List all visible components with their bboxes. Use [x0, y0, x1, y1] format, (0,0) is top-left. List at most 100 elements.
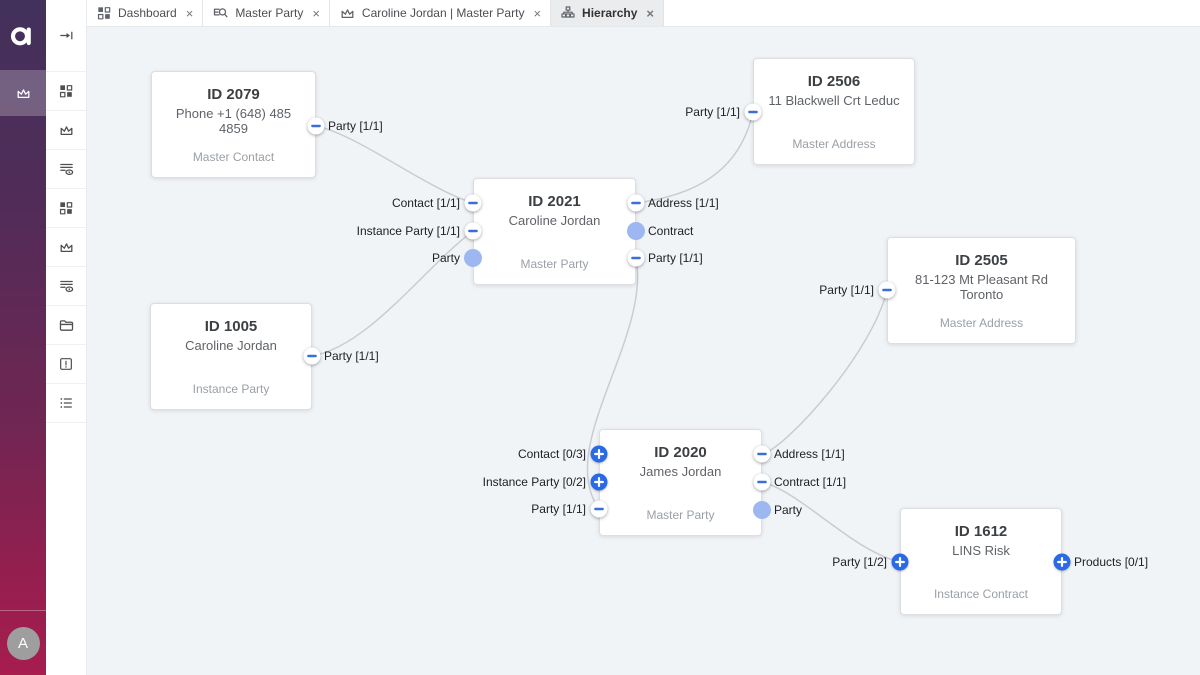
crown-icon [58, 122, 75, 139]
sidebar-item-collapse[interactable] [46, 0, 86, 72]
edge-2079-party-to-2021-contact [315, 125, 474, 204]
port-label-2506-party-1-1: Party [1/1] [685, 105, 740, 119]
node-entity-type: Instance Party [192, 382, 270, 396]
sidebar-item-alert[interactable] [46, 345, 86, 384]
crown-icon [15, 85, 32, 102]
port-dot-2020-party[interactable] [753, 501, 771, 519]
collapse-icon [58, 27, 75, 44]
icon-sidebar [46, 0, 87, 675]
minus-icon [631, 256, 641, 260]
search-entity-icon [212, 5, 229, 22]
port-minus-2020-address-1-1[interactable] [753, 445, 771, 463]
node-subtitle: Caroline Jordan [508, 213, 601, 228]
port-minus-2021-instance-party-1-1[interactable] [464, 222, 482, 240]
node-subtitle: James Jordan [639, 464, 722, 479]
minus-icon [311, 124, 321, 128]
node-title: ID 1005 [204, 318, 258, 335]
tab-label: Dashboard [118, 6, 177, 20]
port-label-2021-contact-1-1: Contact [1/1] [391, 196, 460, 210]
port-label-2020-address-1-1: Address [1/1] [774, 447, 845, 461]
minus-icon [468, 201, 478, 205]
port-label-2021-party-1-1: Party [1/1] [648, 251, 703, 265]
tab-close-icon[interactable]: × [533, 5, 542, 21]
port-dot-2021-party[interactable] [464, 249, 482, 267]
port-dot-2021-contract[interactable] [627, 222, 645, 240]
node-entity-type: Master Address [939, 316, 1024, 330]
sidebar-item-list[interactable] [46, 384, 86, 423]
sidebar-item-data-view[interactable] [46, 150, 86, 189]
port-minus-2020-contract-1-1[interactable] [753, 473, 771, 491]
edge-1005-party-to-2021-instance-party [311, 230, 474, 357]
port-label-2505-party-1-1: Party [1/1] [819, 283, 874, 297]
tab-hierarchy[interactable]: Hierarchy × [551, 0, 664, 26]
port-label-2079-party-1-1: Party [1/1] [328, 119, 383, 133]
node-title: ID 2506 [807, 73, 861, 90]
data-view-icon [58, 278, 75, 295]
crown-icon [339, 5, 356, 22]
tab-close-icon[interactable]: × [646, 5, 654, 21]
logo-a-icon [10, 27, 31, 46]
tab-master-party[interactable]: Master Party× [203, 0, 330, 26]
port-label-2020-contact-0-3: Contact [0/3] [517, 447, 586, 461]
rail-item-mdm[interactable] [0, 70, 46, 116]
port-plus-2020-contact-0-3[interactable] [590, 445, 608, 463]
port-minus-2505-party-1-1[interactable] [878, 281, 896, 299]
port-label-2020-instance-party-0-2: Instance Party [0/2] [482, 475, 586, 489]
minus-icon [468, 229, 478, 233]
port-minus-2021-contact-1-1[interactable] [464, 194, 482, 212]
port-label-2021-address-1-1: Address [1/1] [648, 196, 719, 210]
sidebar-filler [46, 423, 86, 675]
port-label-2021-instance-party-1-1: Instance Party [1/1] [356, 224, 460, 238]
sidebar-item-grid[interactable] [46, 72, 86, 111]
plus-icon [594, 449, 604, 459]
port-minus-2506-party-1-1[interactable] [744, 103, 762, 121]
edge-2505-party-to-2020-address [762, 289, 888, 455]
port-minus-1005-party-1-1[interactable] [303, 347, 321, 365]
tab-label: Caroline Jordan | Master Party [361, 6, 525, 20]
port-plus-1612-party-1-2[interactable] [891, 553, 909, 571]
sidebar-item-crown-2[interactable] [46, 228, 86, 267]
plus-icon [1057, 557, 1067, 567]
tab-close-icon[interactable]: × [185, 5, 194, 21]
edge-2020-contract-to-1612-party [762, 481, 901, 563]
tab-caroline-jordan-master-party[interactable]: Caroline Jordan | Master Party × [330, 0, 552, 26]
node-subtitle: 81-123 Mt Pleasant Rd Toronto [915, 272, 1048, 302]
crown-icon [58, 239, 75, 256]
port-label-2020-party: Party [774, 503, 803, 517]
tab-label: Hierarchy [582, 6, 638, 20]
port-plus-2020-instance-party-0-2[interactable] [590, 473, 608, 491]
tab-close-icon[interactable]: × [312, 5, 320, 21]
node-entity-type: Instance Contract [933, 587, 1029, 601]
port-plus-1612-products-0-1[interactable] [1053, 553, 1071, 571]
port-minus-2020-party-1-1[interactable] [590, 500, 608, 518]
port-label-1612-party-1-2: Party [1/2] [832, 555, 887, 569]
user-avatar[interactable]: A [6, 626, 40, 660]
sidebar-item-crown[interactable] [46, 111, 86, 150]
node-entity-type: Master Party [520, 257, 589, 271]
minus-icon [882, 288, 892, 292]
node-entity-type: Master Address [792, 137, 876, 151]
minus-icon [594, 507, 604, 511]
port-label-1612-products-0-1: Products [0/1] [1074, 555, 1149, 569]
port-label-1005-party-1-1: Party [1/1] [324, 349, 379, 363]
tab-dashboard[interactable]: Dashboard × [87, 0, 204, 26]
folder-icon [58, 317, 75, 334]
plus-icon [895, 557, 905, 567]
rail-spacer [0, 116, 46, 610]
sidebar-item-grid-2[interactable] [46, 189, 86, 228]
port-minus-2021-address-1-1[interactable] [627, 194, 645, 212]
sidebar-item-folder[interactable] [46, 306, 86, 345]
port-minus-2021-party-1-1[interactable] [627, 249, 645, 267]
node-entity-type: Master Contact [192, 150, 275, 164]
port-minus-2079-party-1-1[interactable] [307, 117, 325, 135]
minus-icon [757, 480, 767, 484]
sidebar-item-data-view-2[interactable] [46, 267, 86, 306]
